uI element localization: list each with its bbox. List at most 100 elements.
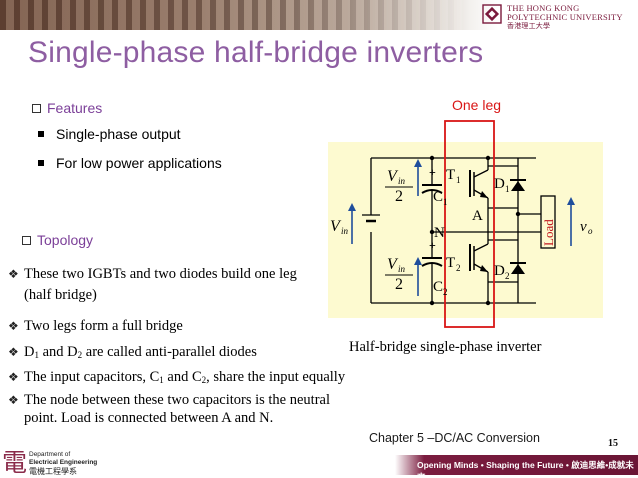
department-name-line2: Electrical Engineering xyxy=(29,458,98,466)
university-logo-icon xyxy=(482,4,502,24)
t2-arrow-icon xyxy=(480,265,488,272)
slogan-band xyxy=(395,455,638,475)
t1-sub: 1 xyxy=(456,175,461,185)
t2-collector xyxy=(473,243,489,252)
slogan-text: Opening Minds • Shaping the Future • 啟迪思… xyxy=(417,460,634,478)
load-box xyxy=(540,195,556,249)
vin-label-sub: in xyxy=(341,226,349,236)
point-full-bridge: ❖ Two legs form a full bridge xyxy=(8,318,183,335)
slide-title: Single-phase half-bridge inverters xyxy=(28,36,484,69)
diamond-bullet-icon: ❖ xyxy=(8,345,19,359)
diamond-bullet-icon: ❖ xyxy=(8,370,19,384)
vin-label-v: V xyxy=(330,218,342,235)
point-capacitors-mid: and C xyxy=(163,369,202,385)
point-igbt-cont-text: (half bridge) xyxy=(24,287,97,303)
one-leg-label: One leg xyxy=(452,97,502,113)
d2-diode-icon xyxy=(511,264,525,274)
vin-half-top-sub: in xyxy=(398,176,406,186)
vo-arrowhead-icon xyxy=(567,197,575,205)
point-igbt: ❖ These two IGBTs and two diodes build on… xyxy=(8,266,297,283)
node-dot xyxy=(485,300,491,306)
c2-plate-bottom xyxy=(421,262,443,267)
vo-label: v xyxy=(580,219,587,235)
node-n-dot xyxy=(429,229,435,235)
department-logo-icon: 電 xyxy=(2,448,28,477)
point-igbt-text: These two IGBTs and two diodes build one… xyxy=(24,266,297,282)
feature-item-label: For low power applications xyxy=(56,155,222,171)
department-name: Department of Electrical Engineering xyxy=(29,451,97,466)
t2-label: T xyxy=(446,255,455,271)
c1-label: C xyxy=(433,189,443,205)
t1-label: T xyxy=(446,167,455,183)
node-a-label: A xyxy=(472,208,483,224)
point-diodes-d1: D xyxy=(24,344,35,360)
node-dot xyxy=(429,155,435,161)
point-full-bridge-text: Two legs form a full bridge xyxy=(24,318,183,334)
vin-half-bottom-arrowhead-icon xyxy=(414,257,422,265)
d1-diode-icon xyxy=(511,181,525,191)
checkbox-bullet-icon xyxy=(22,236,31,245)
checkbox-bullet-icon xyxy=(32,104,41,113)
node-a-dot xyxy=(515,211,521,217)
point-neutral-cont: point. Load is connected between A and N… xyxy=(24,410,273,427)
node-dot xyxy=(429,300,435,306)
point-capacitors: ❖ The input capacitors, C1 and C2, share … xyxy=(8,369,345,386)
vin-half-bottom-two: 2 xyxy=(395,276,403,293)
c1-plate-bottom xyxy=(421,189,443,194)
university-name-line1: THE HONG KONG xyxy=(507,3,580,13)
header-banner xyxy=(0,0,638,30)
features-heading: Features xyxy=(32,100,102,116)
square-bullet-icon xyxy=(38,131,44,137)
vo-sub: o xyxy=(588,226,593,236)
point-neutral-text: The node between these two capacitors is… xyxy=(24,392,330,408)
point-diodes-and: and D xyxy=(38,344,78,360)
c2-plus: + xyxy=(429,238,436,252)
point-capacitors-pre: The input capacitors, C xyxy=(24,369,160,385)
d1-sub: 1 xyxy=(505,184,510,194)
point-igbt-cont: (half bridge) xyxy=(24,287,97,304)
diamond-bullet-icon: ❖ xyxy=(8,319,19,333)
diamond-bullet-icon: ❖ xyxy=(8,267,19,281)
d2-label: D xyxy=(494,263,505,279)
vin-half-top-arrowhead-icon xyxy=(414,159,422,167)
point-capacitors-sub1: 1 xyxy=(159,375,164,385)
diamond-bullet-icon: ❖ xyxy=(8,393,19,407)
topology-heading: Topology xyxy=(22,232,93,248)
feature-item: For low power applications xyxy=(38,155,222,171)
feature-item: Single-phase output xyxy=(38,126,181,142)
circuit-background xyxy=(328,142,603,318)
department-name-line1: Department of xyxy=(29,451,71,458)
university-name: THE HONG KONG POLYTECHNIC UNIVERSITY 香港理… xyxy=(507,4,623,31)
point-neutral-cont-text: point. Load is connected between A and N… xyxy=(24,410,274,426)
topology-heading-label: Topology xyxy=(37,232,94,248)
c2-label: C xyxy=(433,279,443,295)
t2-sub: 2 xyxy=(456,263,461,273)
load-label: Load xyxy=(541,219,556,246)
d2-sub: 2 xyxy=(505,271,510,281)
vin-half-bottom-sub: in xyxy=(398,264,406,274)
features-heading-label: Features xyxy=(47,100,103,116)
university-name-cn: 香港理工大學 xyxy=(507,22,551,30)
point-diodes-sub2: 2 xyxy=(77,350,83,360)
point-capacitors-sub2: 2 xyxy=(201,375,207,385)
university-name-line2: POLYTECHNIC UNIVERSITY xyxy=(507,12,623,22)
header-photo xyxy=(0,0,470,30)
node-dot xyxy=(485,155,491,161)
vin-half-top-v: V xyxy=(387,168,399,185)
c1-sub: 1 xyxy=(443,197,448,207)
feature-item-label: Single-phase output xyxy=(56,126,181,142)
figure-caption: Half-bridge single-phase inverter xyxy=(349,339,542,355)
point-diodes-rest: are called anti-parallel diodes xyxy=(82,344,257,360)
page-number: 15 xyxy=(608,438,618,449)
square-bullet-icon xyxy=(38,160,44,166)
point-diodes: ❖ D1 and D2 are called anti-parallel diod… xyxy=(8,344,257,361)
point-diodes-sub1: 1 xyxy=(34,350,39,360)
point-capacitors-rest: , share the input equally xyxy=(206,369,346,385)
c1-plus: + xyxy=(429,165,436,179)
vin-half-top-two: 2 xyxy=(395,188,403,205)
point-neutral: ❖ The node between these two capacitors i… xyxy=(8,392,330,409)
department-name-cn: 電機工程學系 xyxy=(29,467,77,476)
chapter-label: Chapter 5 –DC/AC Conversion xyxy=(369,431,540,445)
one-leg-box xyxy=(444,120,495,328)
